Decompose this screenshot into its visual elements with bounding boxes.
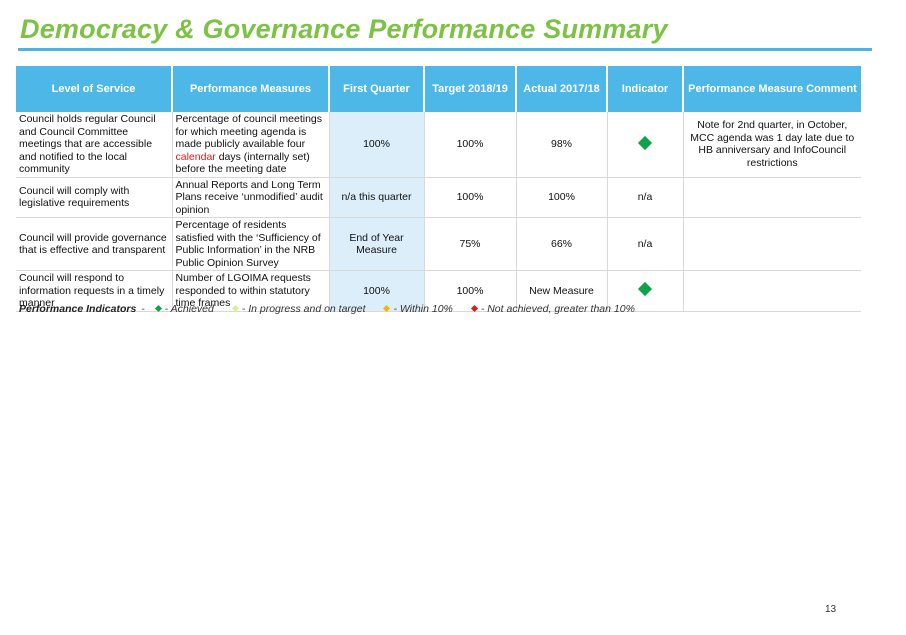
- comment-cell: Note for 2nd quarter, in October, MCC ag…: [683, 112, 861, 178]
- comment-cell: [683, 177, 861, 218]
- first-quarter-cell: End of Year Measure: [329, 217, 425, 271]
- table-row: Council holds regular Council and Counci…: [16, 112, 861, 178]
- service-cell: Council will comply with legislative req…: [16, 177, 173, 218]
- service-cell: Council will provide governance that is …: [16, 217, 173, 271]
- target-cell: 100%: [424, 177, 517, 218]
- measure-text: Percentage of council meetings for which…: [175, 113, 323, 150]
- indicator-cell: [607, 112, 684, 178]
- service-cell: Council holds regular Council and Counci…: [16, 112, 173, 178]
- actual-cell: 100%: [516, 177, 608, 218]
- legend-item-not-achieved: - Not achieved, greater than 10%: [466, 303, 635, 315]
- comment-cell: [683, 270, 861, 312]
- header-level-of-service: Level of Service: [16, 66, 173, 112]
- table-row: Council will comply with legislative req…: [16, 177, 861, 218]
- page-title: Democracy & Governance Performance Summa…: [20, 14, 668, 44]
- red-diamond-icon: [470, 304, 478, 313]
- page-number: 13: [825, 604, 837, 615]
- table-row: Council will provide governance that is …: [16, 217, 861, 271]
- measure-cell: Number of LGOIMA requests responded to w…: [172, 270, 330, 312]
- header-target: Target 2018/19: [424, 66, 517, 112]
- target-cell: 100%: [424, 112, 517, 178]
- legend-item-in-progress: - In progress and on target: [227, 303, 366, 315]
- indicator-cell: n/a: [607, 217, 684, 271]
- achieved-icon: [637, 135, 653, 150]
- yellow-diamond-icon: [383, 304, 391, 313]
- performance-indicators-legend: Performance Indicators - - Achieved - In…: [19, 303, 645, 315]
- comment-cell: [683, 217, 861, 271]
- header-comment: Performance Measure Comment: [683, 66, 861, 112]
- actual-cell: New Measure: [516, 270, 608, 312]
- legend-item-achieved: - Achieved: [150, 303, 214, 315]
- actual-cell: 98%: [516, 112, 608, 178]
- measure-highlight: calendar: [175, 150, 216, 163]
- performance-table: Level of Service Performance Measures Fi…: [16, 66, 861, 312]
- achieved-icon: [637, 281, 653, 297]
- measure-text: days (internally set) before the meeting…: [175, 150, 310, 176]
- first-quarter-cell: 100%: [329, 112, 425, 178]
- service-cell: Council will respond to information requ…: [16, 270, 173, 312]
- table-row: Council will respond to information requ…: [16, 270, 861, 312]
- header-indicator: Indicator: [607, 66, 684, 112]
- green-diamond-icon: [154, 304, 162, 313]
- legend-separator: -: [141, 303, 145, 315]
- measure-cell: Percentage of residents satisfied with t…: [172, 217, 330, 271]
- first-quarter-cell: n/a this quarter: [329, 177, 425, 218]
- target-cell: 100%: [424, 270, 517, 312]
- header-performance-measures: Performance Measures: [172, 66, 330, 112]
- target-cell: 75%: [424, 217, 517, 271]
- measure-cell: Percentage of council meetings for which…: [172, 112, 330, 178]
- indicator-cell: [607, 270, 684, 312]
- header-first-quarter: First Quarter: [329, 66, 425, 112]
- legend-item-within-10: - Within 10%: [378, 303, 453, 315]
- indicator-cell: n/a: [607, 177, 684, 218]
- first-quarter-cell: 100%: [329, 270, 425, 312]
- legend-label: Performance Indicators: [19, 303, 137, 315]
- header-actual: Actual 2017/18: [516, 66, 608, 112]
- title-underline: [18, 48, 872, 51]
- light-green-diamond-icon: [231, 304, 239, 313]
- table-header-row: Level of Service Performance Measures Fi…: [16, 66, 861, 112]
- measure-cell: Annual Reports and Long Term Plans recei…: [172, 177, 330, 218]
- actual-cell: 66%: [516, 217, 608, 271]
